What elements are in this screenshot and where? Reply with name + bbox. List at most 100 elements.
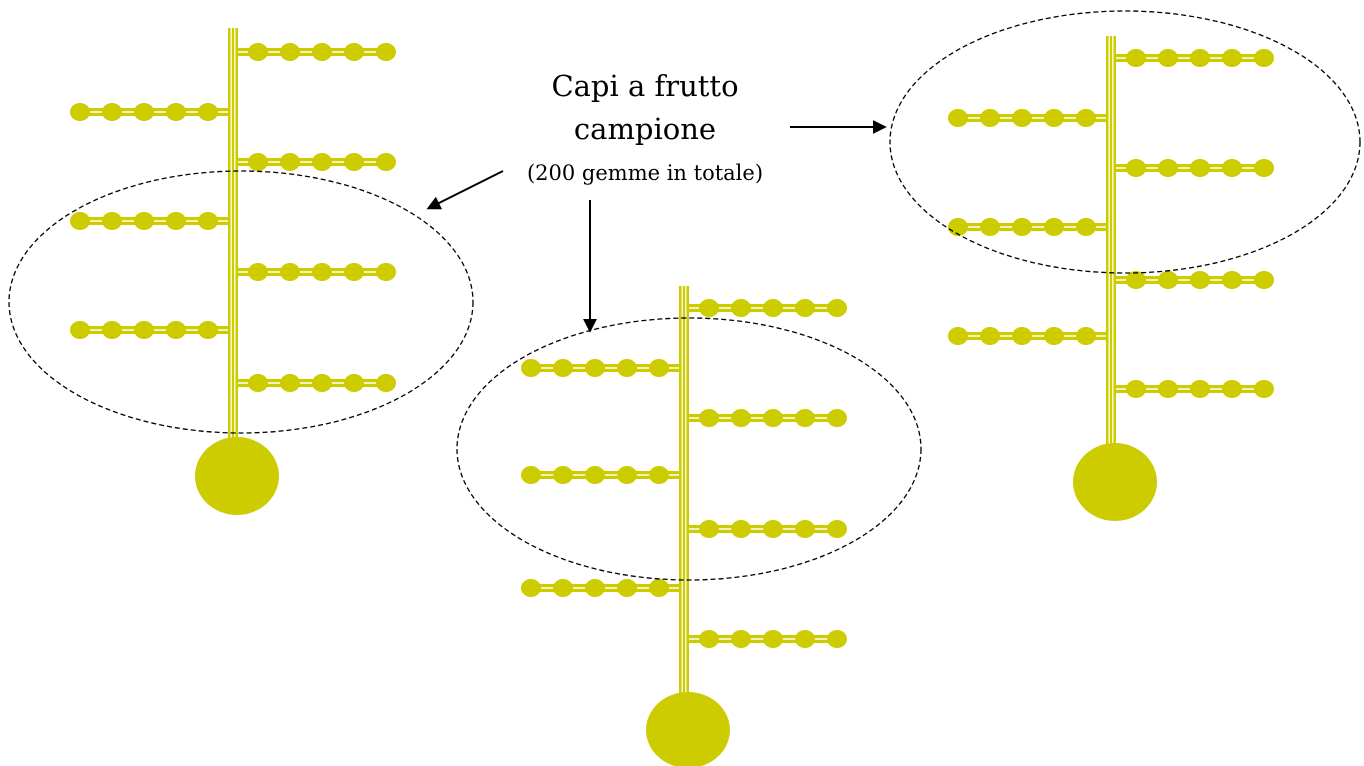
bud <box>827 520 847 538</box>
bud <box>1076 218 1096 236</box>
shoot-right <box>238 153 396 171</box>
bud <box>102 321 122 339</box>
shoot-right <box>689 299 847 317</box>
bud <box>1190 380 1210 398</box>
bud <box>585 579 605 597</box>
bud <box>166 321 186 339</box>
shoot-right <box>238 263 396 281</box>
bud <box>248 374 268 392</box>
bud <box>585 359 605 377</box>
bud <box>134 103 154 121</box>
bud <box>1158 49 1178 67</box>
bud <box>731 520 751 538</box>
bud <box>280 374 300 392</box>
shoot-left <box>521 466 679 484</box>
ellipse-right <box>889 10 1361 274</box>
bud <box>344 43 364 61</box>
trunk <box>1106 36 1116 448</box>
bud <box>948 218 968 236</box>
shoot-left <box>70 103 228 121</box>
bud <box>1222 49 1242 67</box>
bud <box>1126 159 1146 177</box>
bud <box>1012 109 1032 127</box>
bud <box>344 263 364 281</box>
shoot-left <box>948 327 1106 345</box>
bud <box>1076 109 1096 127</box>
bud <box>280 43 300 61</box>
bud <box>134 321 154 339</box>
bud <box>763 299 783 317</box>
bud <box>248 263 268 281</box>
bud <box>248 153 268 171</box>
shoot-right <box>689 520 847 538</box>
bud <box>166 103 186 121</box>
selection-ellipses <box>8 10 1361 581</box>
shoot-right <box>1116 159 1274 177</box>
label-line1: Capi a frutto <box>551 69 738 103</box>
arrows-layer <box>426 120 887 333</box>
bud <box>763 630 783 648</box>
shoot-right <box>689 409 847 427</box>
bud <box>1012 327 1032 345</box>
bud <box>1222 380 1242 398</box>
bud <box>980 218 1000 236</box>
bud <box>1158 271 1178 289</box>
bud <box>1044 109 1064 127</box>
bud <box>1254 159 1274 177</box>
plant-base <box>195 437 279 515</box>
bud <box>948 109 968 127</box>
bud <box>617 466 637 484</box>
bud <box>980 327 1000 345</box>
shoot-left <box>521 359 679 377</box>
plant-base <box>1073 443 1157 521</box>
bud <box>376 374 396 392</box>
bud <box>70 321 90 339</box>
bud <box>312 43 332 61</box>
bud <box>699 520 719 538</box>
bud <box>827 630 847 648</box>
shoot-left <box>70 212 228 230</box>
bud <box>948 327 968 345</box>
bud <box>649 466 669 484</box>
bud <box>795 299 815 317</box>
bud <box>617 579 637 597</box>
bud <box>312 263 332 281</box>
trunk <box>228 28 238 442</box>
bud <box>198 103 218 121</box>
bud <box>1190 159 1210 177</box>
bud <box>553 466 573 484</box>
bud <box>102 103 122 121</box>
ellipse-middle <box>456 317 922 581</box>
sample-label: Capi a frutto campione (200 gemme in tot… <box>527 69 763 185</box>
plants-layer <box>70 28 1274 766</box>
ellipse-left <box>8 170 474 434</box>
shoot-right <box>1116 49 1274 67</box>
bud <box>1190 271 1210 289</box>
bud <box>585 466 605 484</box>
bud <box>521 466 541 484</box>
bud <box>1158 159 1178 177</box>
bud <box>280 263 300 281</box>
bud <box>1012 218 1032 236</box>
shoot-left <box>948 218 1106 236</box>
bud <box>617 359 637 377</box>
bud <box>344 153 364 171</box>
shoot-left <box>521 579 679 597</box>
bud <box>1126 49 1146 67</box>
bud <box>763 409 783 427</box>
bud <box>731 409 751 427</box>
bud <box>553 359 573 377</box>
bud <box>649 359 669 377</box>
bud <box>731 299 751 317</box>
plant-middle <box>521 286 847 766</box>
bud <box>521 579 541 597</box>
shoot-right <box>238 374 396 392</box>
bud <box>1158 380 1178 398</box>
plant-right <box>948 36 1274 521</box>
bud <box>280 153 300 171</box>
bud <box>376 263 396 281</box>
bud <box>699 409 719 427</box>
label-line3: (200 gemme in totale) <box>527 161 763 185</box>
bud <box>198 321 218 339</box>
